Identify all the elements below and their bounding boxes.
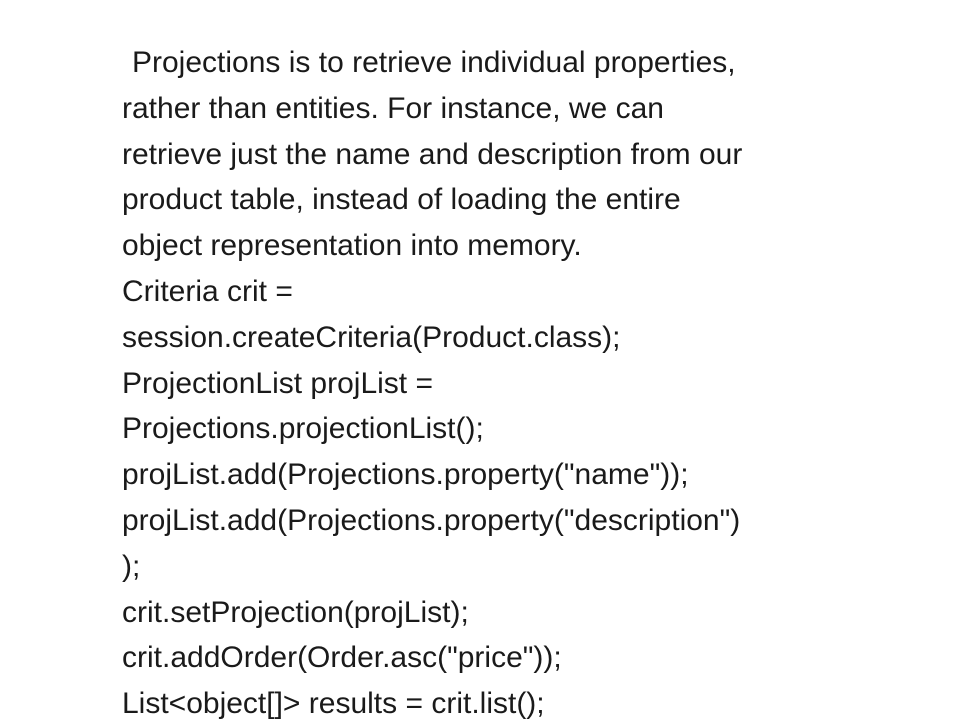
- code-line: Projections.projectionList();: [122, 412, 484, 446]
- code-line: projList.add(Projections.property("descr…: [122, 503, 741, 537]
- code-line: session.createCriteria(Product.class);: [122, 320, 621, 354]
- text-line: object representation into memory.: [122, 229, 582, 263]
- text-line: Projections is to retrieve individual pr…: [132, 46, 736, 79]
- text-line: rather than entities. For instance, we c…: [122, 91, 664, 125]
- code-line: );: [122, 549, 141, 583]
- code-line: crit.addOrder(Order.asc("price"));: [122, 641, 562, 675]
- code-line: projList.add(Projections.property("name"…: [122, 458, 689, 492]
- code-line: Criteria crit =: [122, 274, 293, 308]
- code-line: crit.setProjection(projList);: [122, 595, 469, 629]
- slide-body-text: Projections is to retrieve individual pr…: [122, 40, 952, 727]
- code-line: ProjectionList projList =: [122, 366, 433, 400]
- text-line: retrieve just the name and description f…: [122, 137, 743, 171]
- code-line: List<object[]> results = crit.list();: [122, 687, 545, 721]
- text-line: product table, instead of loading the en…: [122, 183, 681, 217]
